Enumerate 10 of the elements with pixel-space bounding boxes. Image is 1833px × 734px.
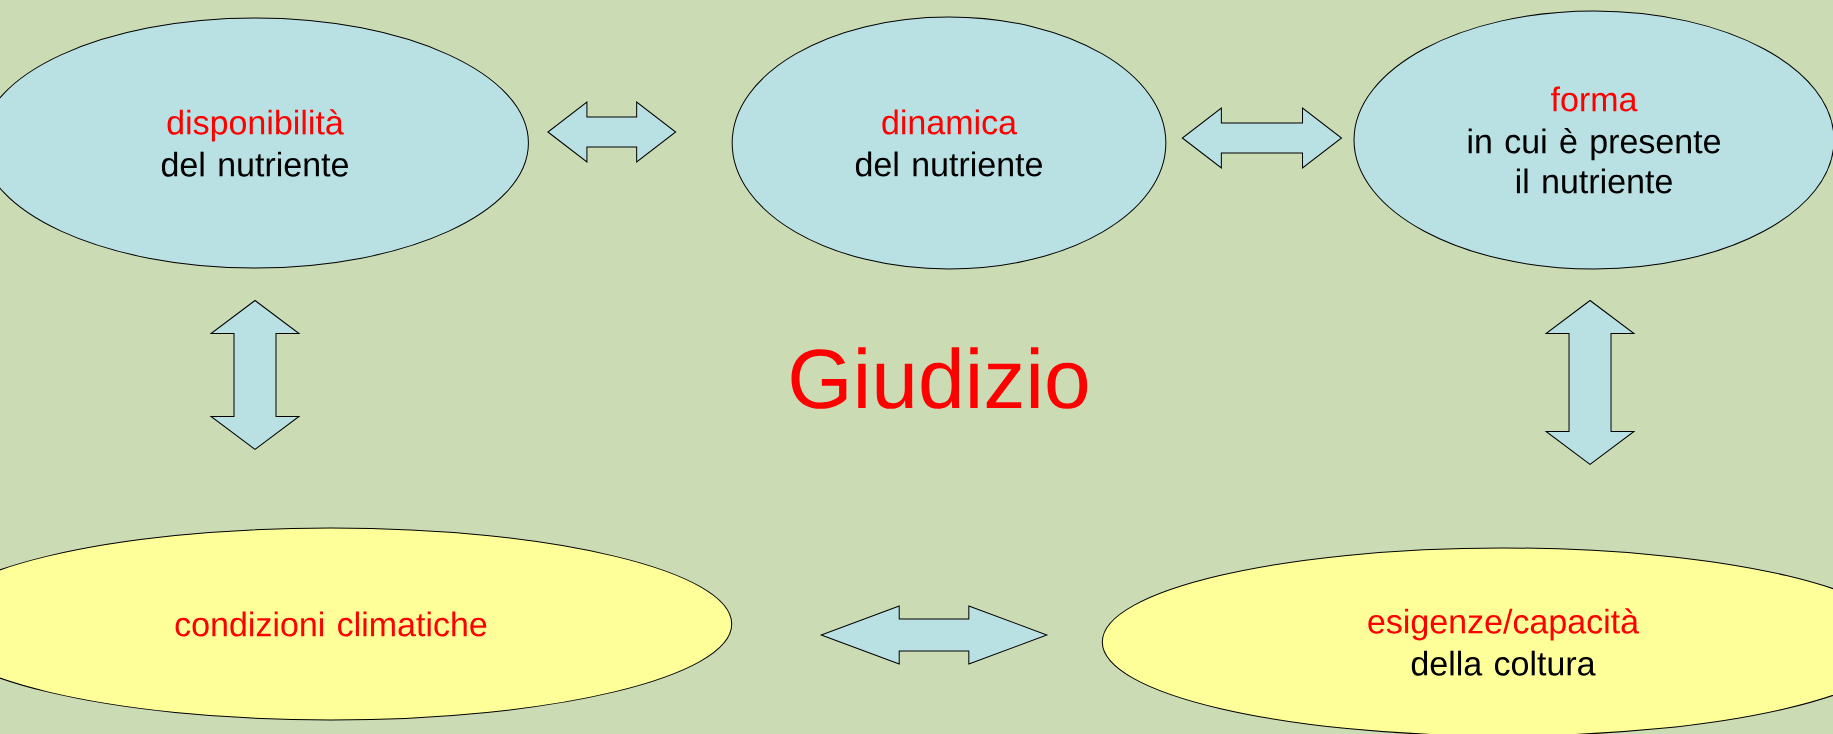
ellipse-node: condizioni climatiche [0, 527, 733, 721]
double-arrow [820, 605, 1048, 665]
center-label: Giudizio [791, 347, 1088, 409]
ellipse-node: esigenze/capacità della coltura [1101, 547, 1833, 734]
double-arrow [1181, 107, 1342, 169]
ellipse-node: dinamica del nutriente [731, 16, 1167, 270]
double-arrow [1545, 300, 1635, 465]
ellipse-node: forma in cui è presente il nutriente [1353, 10, 1833, 270]
double-arrow [547, 101, 677, 163]
double-arrow [210, 300, 300, 450]
